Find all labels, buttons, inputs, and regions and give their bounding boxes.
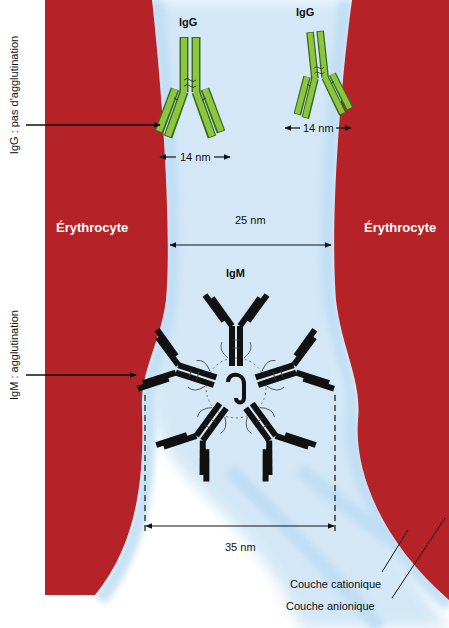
igm-pentamer [138,295,334,481]
dimension-label: 14 nm [303,121,334,135]
erythrocyte-shape [45,0,168,595]
dimension-label: IgM [226,266,245,280]
igg-molecule [289,29,350,119]
dimension-label: 35 nm [225,540,256,554]
side-caption: IgM : agglutination [7,310,21,400]
cell-label: Érythrocyte [56,220,128,235]
side-caption: IgG : pas d'agglutination [7,36,21,154]
dimension-label: 25 nm [235,213,266,227]
dimension-label: IgG [179,15,197,29]
dimension-label: Couche cationique [290,577,381,591]
erythrocyte-cell: Érythrocyte [364,220,436,235]
igg-molecule [159,37,221,137]
dimension-arrows [145,128,351,532]
cell-label: Érythrocyte [364,220,436,235]
erythrocyte-cell: Érythrocyte [56,220,128,235]
leader-lines [382,518,445,598]
dimension-label: IgG [296,5,314,19]
pointer-arrows [26,125,160,375]
dimension-label: Couche anionique [286,599,375,613]
erythrocyte-shape [334,0,449,600]
dimension-label: 14 nm [180,150,211,164]
